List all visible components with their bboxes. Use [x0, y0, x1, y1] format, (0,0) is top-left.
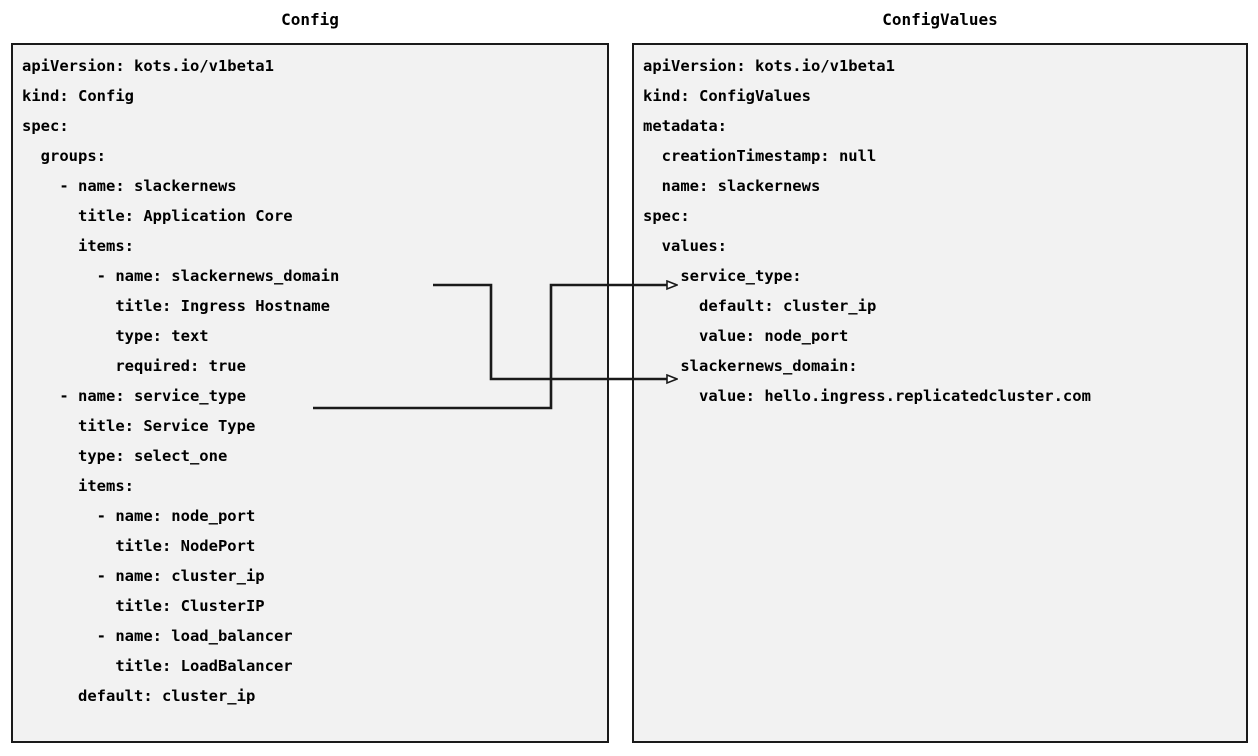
left-line-3: groups:	[22, 147, 106, 165]
left-line-10: required: true	[22, 357, 246, 375]
left-line-17: - name: cluster_ip	[22, 567, 265, 585]
left-line-8: title: Ingress Hostname	[22, 297, 330, 315]
right-line-9: value: node_port	[643, 327, 849, 345]
left-line-16: title: NodePort	[22, 537, 256, 555]
left-line-21: default: cluster_ip	[22, 687, 256, 705]
right-line-11: value: hello.ingress.replicatedcluster.c…	[643, 387, 1091, 405]
right-line-2: metadata:	[643, 117, 727, 135]
left-line-2: spec:	[22, 117, 69, 135]
left-line-14: items:	[22, 477, 134, 495]
left-line-6: items:	[22, 237, 134, 255]
right-line-10: slackernews_domain:	[643, 357, 858, 375]
right-line-0: apiVersion: kots.io/v1beta1	[643, 57, 895, 75]
right-line-7: service_type:	[643, 267, 802, 285]
left-line-4: - name: slackernews	[22, 177, 237, 195]
left-line-0: apiVersion: kots.io/v1beta1	[22, 57, 274, 75]
left-line-5: title: Application Core	[22, 207, 293, 225]
left-line-12: title: Service Type	[22, 417, 256, 435]
left-line-13: type: select_one	[22, 447, 228, 465]
config-panel-title: Config	[281, 10, 339, 29]
left-line-9: type: text	[22, 327, 209, 345]
right-line-5: spec:	[643, 207, 690, 225]
right-line-4: name: slackernews	[643, 177, 821, 195]
config-yaml-panel: apiVersion: kots.io/v1beta1 kind: Config s…	[11, 43, 609, 743]
configvalues-yaml-code: apiVersion: kots.io/v1beta1 kind: ConfigV…	[634, 45, 1091, 411]
left-line-20: title: LoadBalancer	[22, 657, 293, 675]
left-line-15: - name: node_port	[22, 507, 256, 525]
right-line-8: default: cluster_ip	[643, 297, 877, 315]
left-line-18: title: ClusterIP	[22, 597, 265, 615]
configvalues-panel-title: ConfigValues	[882, 10, 998, 29]
configvalues-yaml-panel: apiVersion: kots.io/v1beta1 kind: ConfigV…	[632, 43, 1248, 743]
right-line-3: creationTimestamp: null	[643, 147, 877, 165]
left-line-11: - name: service_type	[22, 387, 246, 405]
left-line-19: - name: load_balancer	[22, 627, 293, 645]
left-line-7: - name: slackernews_domain	[22, 267, 340, 285]
right-line-6: values:	[643, 237, 727, 255]
config-yaml-code: apiVersion: kots.io/v1beta1 kind: Config s…	[13, 45, 339, 711]
left-line-1: kind: Config	[22, 87, 134, 105]
right-line-1: kind: ConfigValues	[643, 87, 811, 105]
